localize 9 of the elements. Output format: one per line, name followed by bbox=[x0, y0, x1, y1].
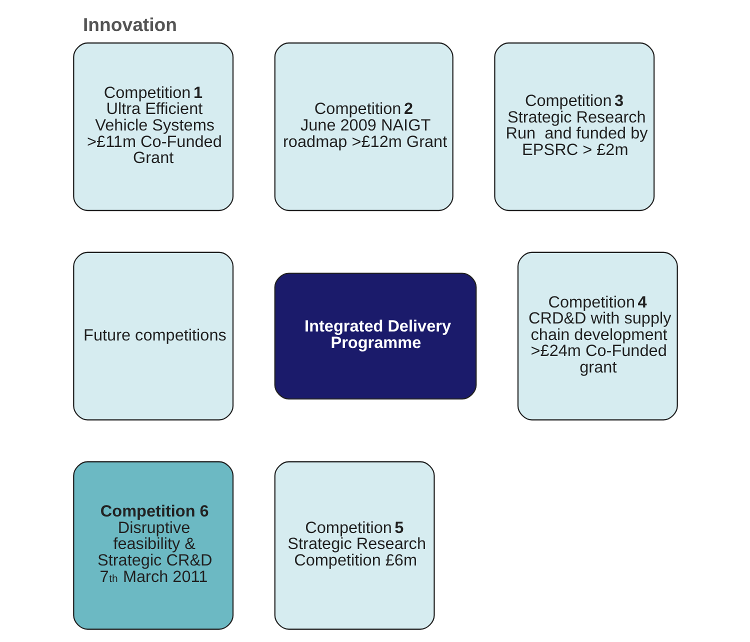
node-box: Future competitions bbox=[72, 252, 234, 420]
node-box: Competition 2 June 2009 NAIGT roadmap >£12m Grant bbox=[274, 42, 453, 212]
node-box: Competition 6 Disruptive feasibility & Strategic CR&D 7th March 2011 bbox=[72, 461, 234, 630]
node-box: Competition 1 Ultra Efficient Vehicle Systems >£11m Co-Funded Grant bbox=[72, 42, 234, 212]
node-box: Competition 5 Strategic Research Competition £6m bbox=[274, 461, 434, 630]
node-box: Competition 4 CRD&D with supply chain development >£24m Co-Funded grant bbox=[516, 252, 678, 420]
node-box: Competition 3 Strategic Research Run and funded by EPSRC > £2m bbox=[494, 42, 654, 212]
node-box: Integrated Delivery Programme bbox=[274, 272, 476, 400]
diagram-title: Innovation bbox=[82, 14, 177, 36]
